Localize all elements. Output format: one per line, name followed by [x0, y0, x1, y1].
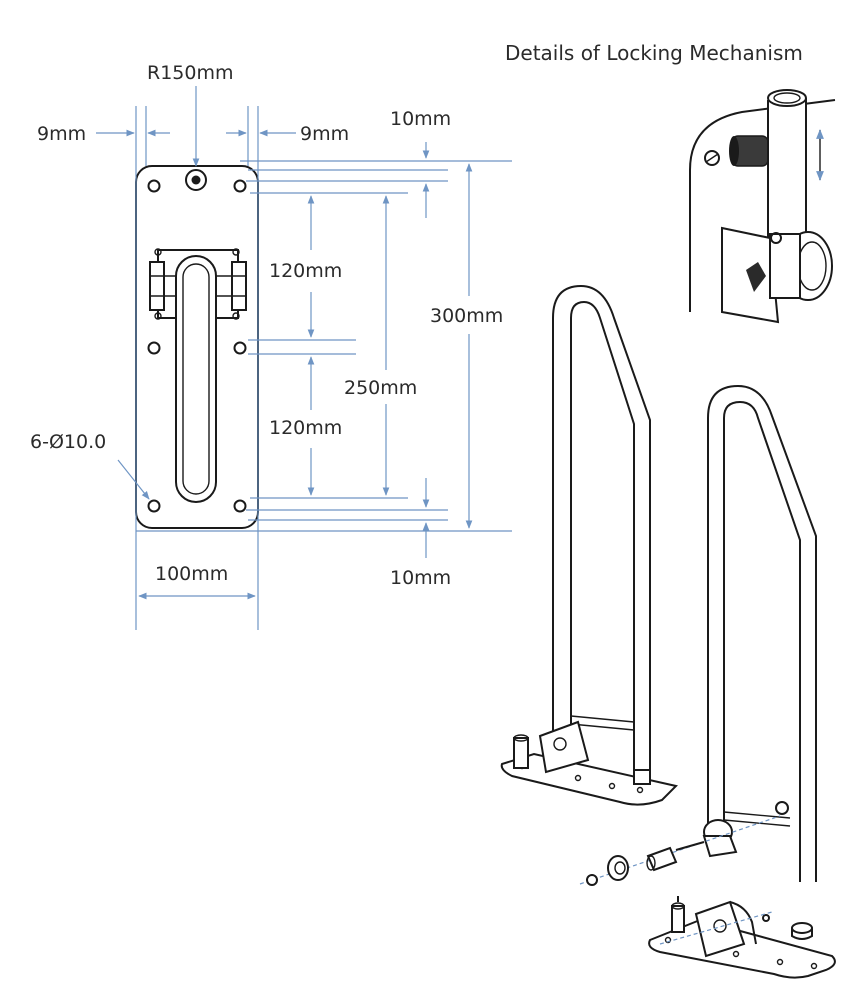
right-margin-label: 9mm: [300, 123, 349, 145]
grab-rail-installed: [500, 284, 678, 806]
mount-hole-bottom-left: [147, 499, 161, 513]
hole-span-label: 250mm: [344, 377, 417, 399]
bottom-offset-label: 10mm: [390, 567, 451, 589]
upper-spacing-label: 120mm: [269, 260, 342, 282]
locking-mechanism-detail: [689, 89, 836, 324]
mount-hole-top-right: [233, 179, 247, 193]
radius-label: R150mm: [147, 62, 233, 84]
mount-hole-mid-left: [147, 341, 161, 355]
base-plate-front-view: [135, 165, 259, 529]
mount-hole-bottom-right: [233, 499, 247, 513]
diagram-title: Details of Locking Mechanism: [505, 41, 803, 65]
holes-label: 6-Ø10.0: [30, 431, 106, 453]
top-offset-label: 10mm: [390, 108, 451, 130]
plate-width-label: 100mm: [155, 563, 228, 585]
mount-hole-top-left: [147, 179, 161, 193]
grab-rail-exploded: [579, 384, 836, 979]
dimension-lines: [96, 86, 512, 630]
dimension-labels: R150mm 9mm 9mm 10mm 120mm 300mm 250mm 12…: [30, 62, 503, 589]
mount-hole-mid-right: [233, 341, 247, 355]
lower-spacing-label: 120mm: [269, 417, 342, 439]
left-margin-label: 9mm: [37, 123, 86, 145]
plate-height-label: 300mm: [430, 305, 503, 327]
